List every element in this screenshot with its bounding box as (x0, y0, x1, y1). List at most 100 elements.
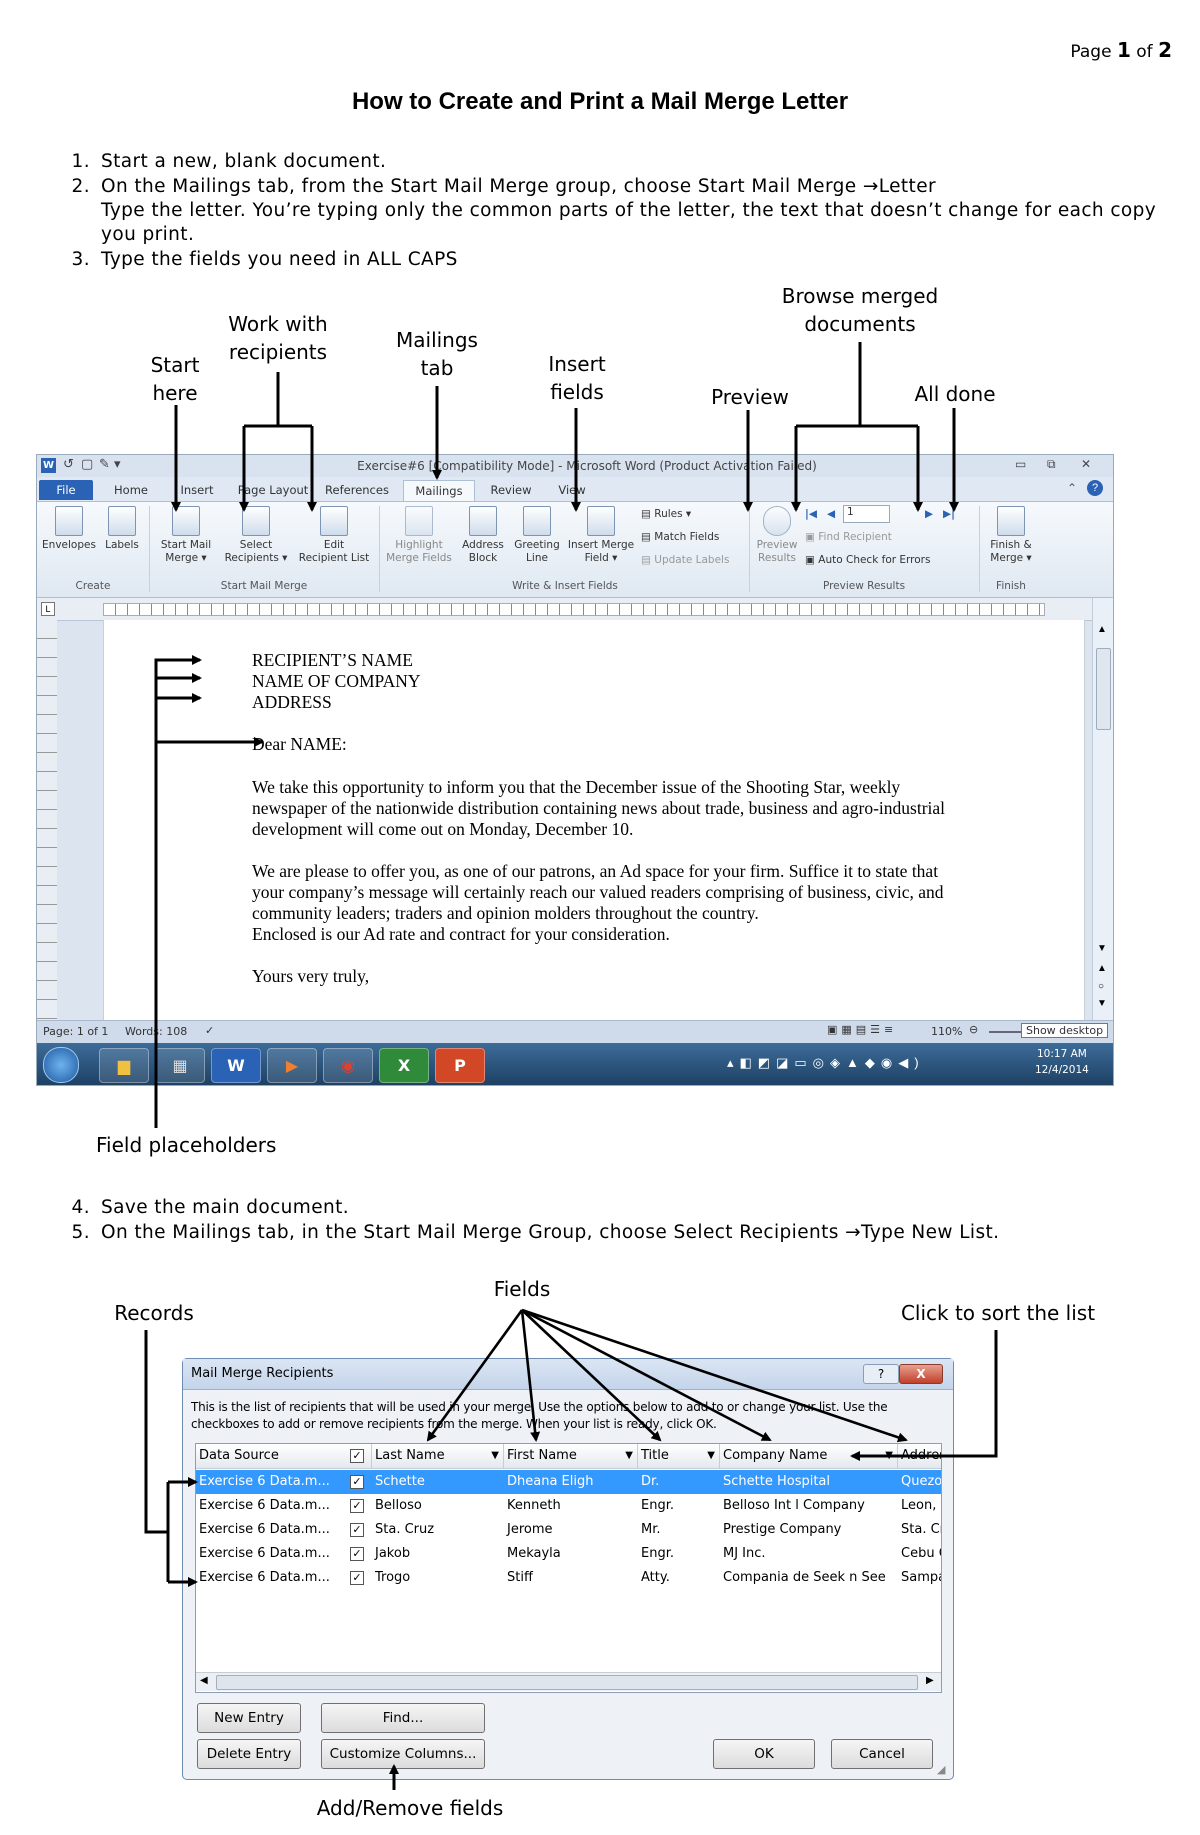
clock-date[interactable]: 12/4/2014 (1035, 1064, 1089, 1076)
page-count-status[interactable]: Page: 1 of 1 (43, 1025, 109, 1038)
column-header-company-name[interactable]: Company Name▼ (720, 1444, 898, 1469)
column-header-first-name[interactable]: First Name▼ (504, 1444, 638, 1469)
cancel-button[interactable]: Cancel (831, 1739, 933, 1769)
find-button[interactable]: Find... (321, 1703, 485, 1733)
excel-icon[interactable]: X (379, 1048, 429, 1083)
calculator-icon[interactable]: ▦ (155, 1048, 205, 1083)
record-number-input[interactable]: 1 (843, 505, 890, 523)
powerpoint-icon[interactable]: P (435, 1048, 485, 1083)
column-header-title[interactable]: Title▼ (638, 1444, 720, 1469)
tab-mailings[interactable]: Mailings (403, 480, 475, 501)
sort-dropdown-icon[interactable]: ▼ (707, 1450, 715, 1461)
media-player-icon[interactable]: ▶ (267, 1048, 317, 1083)
tab-page-layout[interactable]: Page Layout (237, 483, 309, 497)
update-labels-button[interactable]: ▤ Update Labels (641, 554, 730, 566)
find-recipient-button[interactable]: ▣ Find Recipient (805, 531, 892, 543)
tab-file[interactable]: File (39, 480, 93, 500)
new-entry-button[interactable]: New Entry (197, 1703, 301, 1733)
edit-recipient-list-button[interactable]: Edit Recipient List (293, 506, 375, 565)
help-icon[interactable]: ? (1087, 480, 1103, 496)
match-fields-button[interactable]: ▤ Match Fields (641, 531, 720, 543)
labels-button[interactable]: Labels (99, 506, 145, 552)
horizontal-ruler[interactable]: L (37, 598, 1113, 621)
restore-icon[interactable]: ⧉ (1047, 457, 1056, 471)
zoom-out-icon[interactable]: ⊖ (969, 1023, 979, 1036)
column-header-checkbox[interactable]: ✓ (343, 1444, 372, 1469)
undo-icon[interactable]: ↺ (63, 457, 74, 472)
quick-access-more-icon[interactable]: ✎ ▾ (99, 457, 121, 472)
chrome-icon[interactable]: ◉ (323, 1048, 373, 1083)
print-preview-icon[interactable]: ▢ (81, 457, 94, 472)
dialog-help-button[interactable]: ? (863, 1364, 899, 1384)
vertical-scrollbar[interactable]: ▲ ▼ ▲ ○ ▼ (1092, 598, 1113, 1020)
select-recipients-button[interactable]: Select Recipients ▾ (221, 506, 291, 565)
next-record-icon[interactable]: ▶ (925, 508, 934, 520)
start-mail-merge-button[interactable]: Start Mail Merge ▾ (153, 506, 219, 565)
word-taskbar-icon[interactable]: W (211, 1048, 261, 1083)
finish-merge-button[interactable]: Finish & Merge ▾ (983, 506, 1039, 565)
customize-columns-button[interactable]: Customize Columns... (321, 1739, 485, 1769)
row-checkbox[interactable]: ✓ (343, 1566, 371, 1590)
sort-dropdown-icon[interactable]: ▼ (491, 1450, 499, 1461)
ok-button[interactable]: OK (713, 1739, 815, 1769)
tab-selector-icon[interactable]: L (41, 602, 55, 616)
clock-time[interactable]: 10:17 AM (1037, 1048, 1087, 1060)
column-header-data-source[interactable]: Data Source (196, 1444, 344, 1469)
ribbon-minimize-icon[interactable]: ⌃ (1067, 481, 1078, 495)
word-count-status[interactable]: Words: 108 (125, 1025, 188, 1038)
delete-entry-button[interactable]: Delete Entry (197, 1739, 301, 1769)
tab-insert[interactable]: Insert (180, 483, 214, 497)
previous-record-icon[interactable]: ◀ (827, 508, 836, 520)
zoom-level[interactable]: 110% (931, 1025, 963, 1038)
sort-dropdown-icon[interactable]: ▼ (625, 1450, 633, 1461)
row-checkbox[interactable]: ✓ (343, 1470, 371, 1494)
previous-page-icon[interactable]: ▲ (1097, 963, 1107, 974)
scroll-up-icon[interactable]: ▲ (1097, 624, 1107, 635)
tab-review[interactable]: Review (490, 483, 532, 497)
document-page[interactable]: RECIPIENT’S NAME NAME OF COMPANY ADDRESS… (103, 620, 1085, 1020)
first-record-icon[interactable]: |◀ (805, 508, 817, 520)
horizontal-scroll-thumb[interactable] (216, 1675, 918, 1690)
highlight-merge-fields-button[interactable]: Highlight Merge Fields (383, 506, 455, 565)
view-buttons[interactable]: ▣▦▤☰≡ (827, 1023, 898, 1036)
explorer-icon[interactable]: ▆ (99, 1048, 149, 1083)
preview-results-button[interactable]: Preview Results (753, 506, 801, 565)
column-header-address[interactable]: Address (898, 1444, 941, 1469)
proofing-icon[interactable]: ✓ (205, 1024, 215, 1037)
row-checkbox[interactable]: ✓ (343, 1542, 371, 1566)
row-checkbox[interactable]: ✓ (343, 1494, 371, 1518)
column-header-last-name[interactable]: Last Name▼ (372, 1444, 504, 1469)
insert-merge-field-button[interactable]: Insert Merge Field ▾ (565, 506, 637, 565)
tab-references[interactable]: References (325, 483, 389, 497)
tab-view[interactable]: View (558, 483, 586, 497)
dialog-close-button[interactable]: X (899, 1364, 943, 1384)
rules-button[interactable]: ▤ Rules ▾ (641, 508, 692, 520)
browse-object-icon[interactable]: ○ (1098, 981, 1105, 992)
horizontal-scrollbar[interactable]: ◀ ▶ (196, 1672, 941, 1691)
scroll-thumb[interactable] (1096, 648, 1111, 730)
tab-home[interactable]: Home (114, 483, 148, 497)
close-icon[interactable]: ✕ (1081, 457, 1092, 471)
address-block-button[interactable]: Address Block (457, 506, 509, 565)
sort-dropdown-icon[interactable]: ▼ (885, 1450, 893, 1461)
next-page-icon[interactable]: ▼ (1097, 998, 1107, 1009)
row-checkbox[interactable]: ✓ (343, 1518, 371, 1542)
envelopes-button[interactable]: Envelopes (41, 506, 97, 552)
scroll-left-icon[interactable]: ◀ (200, 1675, 208, 1686)
scroll-down-icon[interactable]: ▼ (1097, 943, 1107, 954)
minimize-icon[interactable]: ▭ (1015, 457, 1027, 471)
recipient-grid[interactable]: Data Source ✓ Last Name▼ First Name▼ Tit… (195, 1443, 942, 1693)
start-button-icon[interactable] (43, 1047, 79, 1083)
select-all-checkbox[interactable]: ✓ (350, 1448, 364, 1463)
resize-grip-icon[interactable]: ◢ (937, 1764, 946, 1776)
auto-check-errors-button[interactable]: ▣ Auto Check for Errors (805, 554, 931, 566)
last-record-icon[interactable]: ▶| (943, 508, 955, 520)
tray-icons[interactable]: ▴◧◩◪▭◎◈▲◆◉◀) (727, 1055, 925, 1070)
scroll-right-icon[interactable]: ▶ (926, 1675, 934, 1686)
zoom-slider[interactable] (989, 1031, 1049, 1033)
